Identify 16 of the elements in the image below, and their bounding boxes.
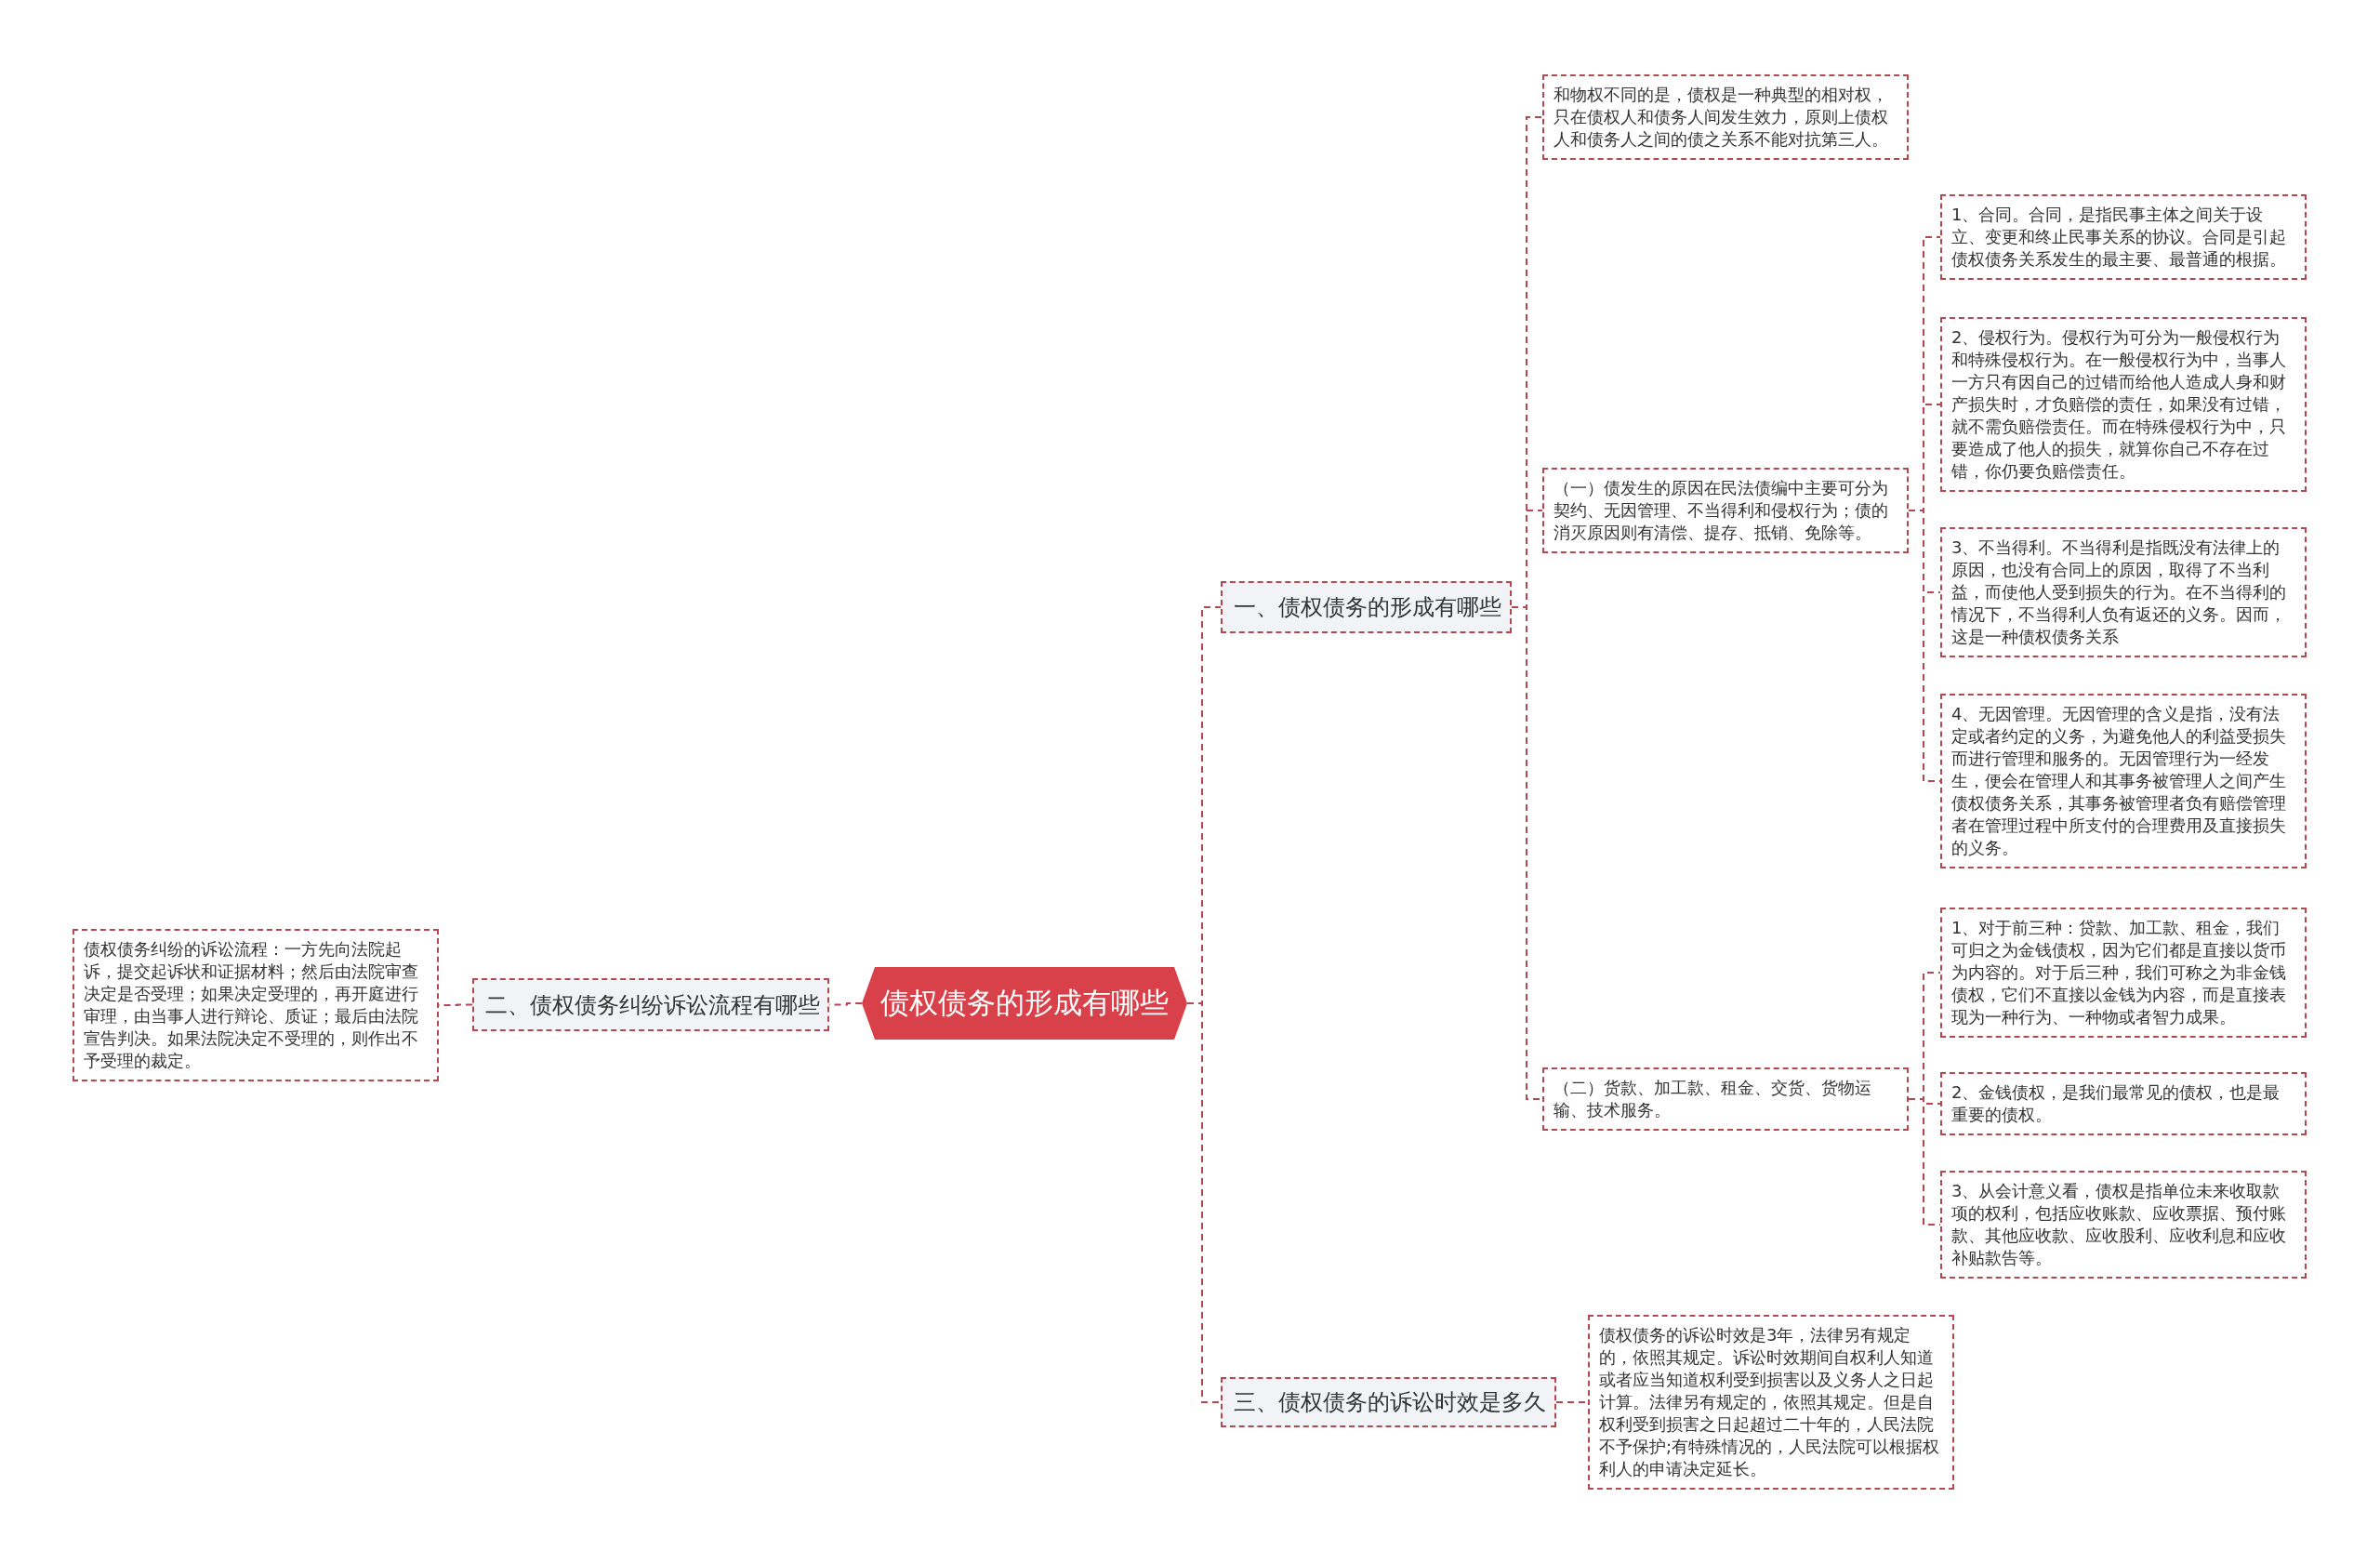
note-box: （二）货款、加工款、租金、交货、货物运输、技术服务。 (1542, 1067, 1909, 1131)
note-box: 2、金钱债权，是我们最常见的债权，也是最重要的债权。 (1940, 1072, 2307, 1135)
topic-box: 二、债权债务纠纷诉讼流程有哪些 (472, 978, 829, 1031)
note-box: 3、不当得利。不当得利是指既没有法律上的原因，也没有合同上的原因，取得了不当利益，而使他人受到损失的行为。在不当得利的情况下，不当得利人负有返还的义务。因而，这是一种债权债务关系 (1940, 527, 2307, 657)
note-box: 债权债务纠纷的诉讼流程：一方先向法院起诉，提交起诉状和证据材料；然后由法院审查决定是否受理；如果决定受理的，再开庭进行审理，由当事人进行辩论、质证；最后由法院宣告判决。如果法院决定不受理的，则作出不予受理的裁定。 (73, 929, 439, 1081)
note-box: （一）债发生的原因在民法债编中主要可分为契约、无因管理、不当得利和侵权行为；债的消灭原因则有清偿、提存、抵销、免除等。 (1542, 468, 1909, 553)
topic-box: 三、债权债务的诉讼时效是多久 (1221, 1377, 1556, 1427)
note-box: 1、对于前三种：贷款、加工款、租金，我们可归之为金钱债权，因为它们都是直接以货币为内容的。对于后三种，我们可称之为非金钱债权，它们不直接以金钱为内容，而是直接表现为一种行为、一种物或者智力成果。 (1940, 908, 2307, 1038)
note-box: 和物权不同的是，债权是一种典型的相对权，只在债权人和债务人间发生效力，原则上债权人和债务人之间的债之关系不能对抗第三人。 (1542, 74, 1909, 160)
topic-box: 一、债权债务的形成有哪些 (1221, 581, 1512, 633)
note-box: 2、侵权行为。侵权行为可分为一般侵权行为和特殊侵权行为。在一般侵权行为中，当事人一方只有因自己的过错而给他人造成人身和财产损失时，才负赔偿的责任，如果没有过错，就不需负赔偿责任。而在特殊侵权行为中，只要造成了他人的损失，就算你自己不存在过错，你仍要负赔偿责任。 (1940, 317, 2307, 492)
note-box: 债权债务的诉讼时效是3年，法律另有规定的，依照其规定。诉讼时效期间自权利人知道或者应当知道权利受到损害以及义务人之日起计算。法律另有规定的，依照其规定。但是自权利受到损害之日起超过二十年的，人民法院不予保护;有特殊情况的，人民法院可以根据权利人的申请决定延长。 (1588, 1315, 1954, 1490)
central-topic: 债权债务的形成有哪些 (862, 967, 1187, 1040)
note-box: 3、从会计意义看，债权是指单位未来收取款项的权利，包括应收账款、应收票据、预付账款、其他应收款、应收股利、应收利息和应收补贴款告等。 (1940, 1171, 2307, 1279)
note-box: 4、无因管理。无因管理的含义是指，没有法定或者约定的义务，为避免他人的利益受损失而进行管理和服务的。无因管理行为一经发生，便会在管理人和其事务被管理人之间产生债权债务关系，其事务被管理者负有赔偿管理者在管理过程中所支付的合理费用及直接损失的义务。 (1940, 694, 2307, 868)
note-box: 1、合同。合同，是指民事主体之间关于设立、变更和终止民事关系的协议。合同是引起债权债务关系发生的最主要、最普通的根据。 (1940, 194, 2307, 280)
